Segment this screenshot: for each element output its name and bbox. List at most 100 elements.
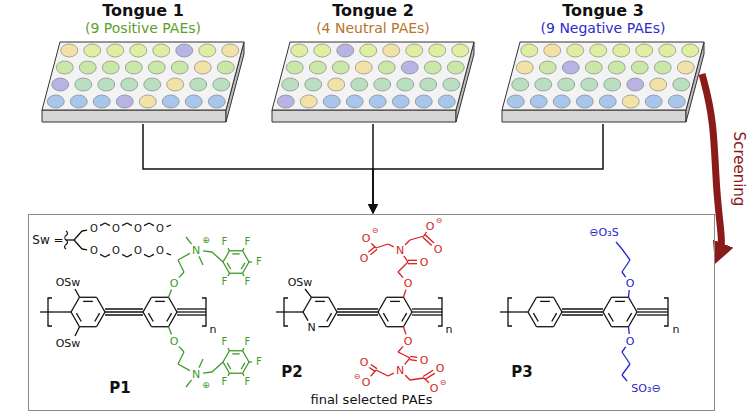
bond xyxy=(223,351,230,362)
well xyxy=(562,61,579,74)
atom-label: N xyxy=(395,365,405,376)
well xyxy=(346,95,363,108)
plate-drawing xyxy=(498,2,708,124)
well xyxy=(553,95,570,108)
well xyxy=(314,44,331,57)
atom-label: O xyxy=(111,224,121,234)
well xyxy=(636,44,653,57)
bond xyxy=(80,326,97,327)
bond xyxy=(615,301,625,302)
bond xyxy=(329,312,338,327)
well xyxy=(139,95,156,108)
bond xyxy=(82,248,87,250)
bond xyxy=(603,297,612,312)
atom-label: O xyxy=(111,246,121,256)
well xyxy=(47,95,64,108)
bond xyxy=(404,327,406,335)
bond xyxy=(305,289,312,297)
well xyxy=(544,44,561,57)
atom-label: N xyxy=(306,321,316,332)
bond xyxy=(410,360,417,361)
atom-label: F xyxy=(244,277,252,287)
well xyxy=(677,61,694,74)
atom-label: O xyxy=(359,253,370,264)
atom-label: ⊕ xyxy=(201,236,211,245)
well xyxy=(121,78,138,91)
bond xyxy=(537,297,554,298)
well xyxy=(328,78,345,91)
well xyxy=(153,44,170,57)
bond xyxy=(178,364,190,371)
bond xyxy=(169,312,178,327)
well xyxy=(512,78,529,91)
bond xyxy=(387,297,404,298)
well xyxy=(429,44,446,57)
well xyxy=(337,44,354,57)
bond xyxy=(71,312,80,327)
atom-label: O xyxy=(433,244,444,255)
atom-label: O xyxy=(419,355,430,366)
bond xyxy=(74,240,82,249)
well xyxy=(438,95,455,108)
bond xyxy=(312,297,329,298)
bond xyxy=(212,252,223,262)
well xyxy=(217,61,234,74)
bond xyxy=(80,297,97,298)
bond xyxy=(75,327,80,336)
bond xyxy=(405,375,410,380)
bond xyxy=(186,237,192,244)
well xyxy=(102,61,119,74)
plate-subtitle: (9 Positive PAEs) xyxy=(38,20,248,36)
well xyxy=(452,44,469,57)
formula-label: Sw = xyxy=(31,234,64,246)
well xyxy=(305,78,322,91)
atom-label: O xyxy=(169,336,180,347)
screening-arrow xyxy=(702,74,721,253)
bond xyxy=(227,363,231,369)
bond xyxy=(554,312,563,327)
bond xyxy=(628,290,630,297)
bond xyxy=(276,311,303,312)
well xyxy=(585,61,602,74)
bond xyxy=(74,231,82,240)
plate-drawing xyxy=(268,2,478,124)
bond xyxy=(398,346,403,352)
bond xyxy=(383,313,388,321)
bond xyxy=(243,248,245,251)
bond xyxy=(329,297,338,312)
bond xyxy=(127,254,132,257)
well xyxy=(130,44,147,57)
bond xyxy=(402,313,407,321)
well xyxy=(507,95,524,108)
atom-label: SO₃⊖ xyxy=(630,383,661,394)
bond xyxy=(627,313,632,321)
bond xyxy=(303,297,312,312)
atom-label: O xyxy=(133,246,143,256)
bond xyxy=(105,314,143,315)
well xyxy=(79,61,96,74)
bond xyxy=(500,311,528,312)
bond xyxy=(629,297,638,312)
bond xyxy=(249,361,252,362)
well xyxy=(190,78,207,91)
atom-label: O xyxy=(89,246,99,256)
atom-label: N xyxy=(395,245,405,256)
well xyxy=(447,61,464,74)
well xyxy=(668,95,685,108)
bond xyxy=(76,313,81,321)
bond xyxy=(169,297,178,312)
atom-label: ⊖ xyxy=(353,373,362,381)
well xyxy=(645,95,662,108)
atom-label: n xyxy=(209,324,218,335)
atom-label: n xyxy=(445,324,454,335)
atom-label: N xyxy=(191,245,201,256)
atom-label: O xyxy=(155,246,165,256)
well xyxy=(378,61,395,74)
bond xyxy=(230,273,243,274)
bond xyxy=(622,352,630,364)
bond xyxy=(241,263,245,269)
polymer-name: P2 xyxy=(280,365,303,380)
atom-label: O xyxy=(403,278,414,289)
bond xyxy=(423,237,432,245)
well xyxy=(369,95,386,108)
